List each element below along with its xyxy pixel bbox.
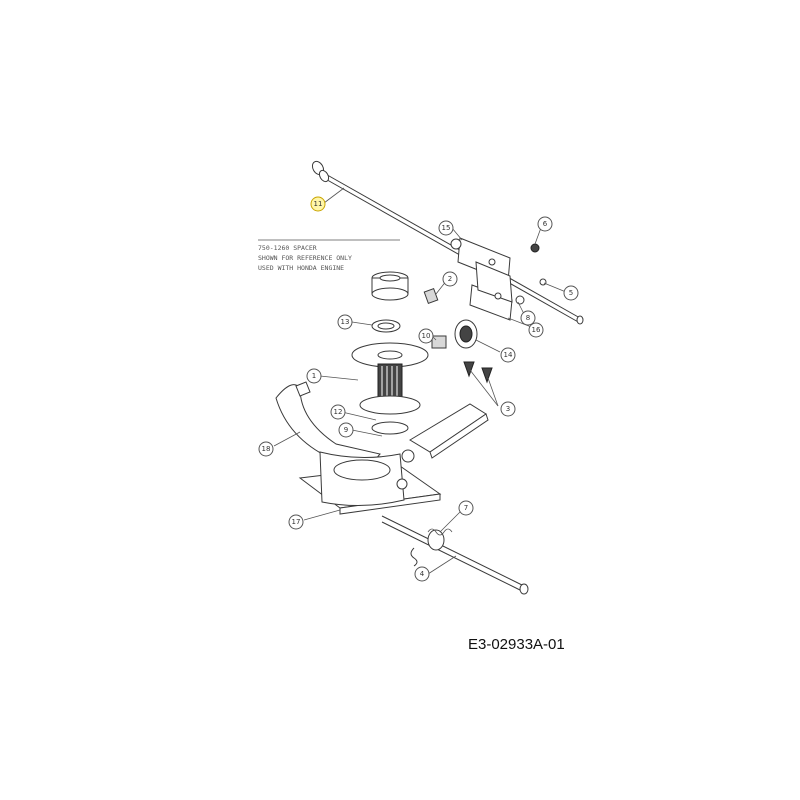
callout-6-label: 6 — [543, 220, 548, 228]
callout-11-label: 11 — [314, 200, 323, 208]
callout-13-label: 13 — [341, 318, 350, 326]
callout-3-label: 3 — [506, 405, 510, 413]
callout-15[interactable]: 15 — [438, 220, 454, 236]
callout-17-label: 17 — [292, 518, 301, 526]
callout-14-label: 14 — [504, 351, 513, 359]
callout-10[interactable]: 10 — [418, 328, 434, 344]
bracket-assembly — [423, 237, 547, 321]
callout-5[interactable]: 5 — [563, 285, 579, 301]
callout-2-label: 2 — [448, 275, 452, 283]
callout-5-label: 5 — [569, 289, 573, 297]
note-line-3: USED WITH HONDA ENGINE — [258, 264, 344, 272]
callout-9-label: 9 — [344, 426, 348, 434]
callout-6[interactable]: 6 — [537, 216, 553, 232]
drawing-number: E3-02933A-01 — [468, 636, 565, 653]
callout-7[interactable]: 7 — [458, 500, 474, 516]
callout-8[interactable]: 8 — [520, 310, 536, 326]
lower-shaft — [381, 515, 529, 595]
callout-1[interactable]: 1 — [306, 368, 322, 384]
callout-16[interactable]: 16 — [528, 322, 544, 338]
callout-3[interactable]: 3 — [500, 401, 516, 417]
callout-18-label: 18 — [262, 445, 271, 453]
callout-8-label: 8 — [526, 314, 530, 322]
spacer — [371, 271, 409, 301]
callout-1-label: 1 — [312, 372, 316, 380]
callout-12[interactable]: 12 — [330, 404, 346, 420]
frame-assembly — [275, 381, 489, 515]
callout-9[interactable]: 9 — [338, 422, 354, 438]
upper-rod — [311, 160, 584, 325]
callout-15-label: 15 — [442, 224, 451, 232]
idler-pulley — [431, 319, 493, 384]
callout-14[interactable]: 14 — [500, 347, 516, 363]
callout-17[interactable]: 17 — [288, 514, 304, 530]
callout-13[interactable]: 13 — [337, 314, 353, 330]
reference-note: 750-1260 SPACER SHOWN FOR REFERENCE ONLY… — [258, 239, 400, 272]
callout-16-label: 16 — [532, 326, 541, 334]
callout-18[interactable]: 18 — [258, 441, 274, 457]
callout-4-label: 4 — [420, 570, 425, 578]
callout-2[interactable]: 2 — [442, 271, 458, 287]
callout-7-label: 7 — [464, 504, 468, 512]
note-line-1: 750-1260 SPACER — [258, 244, 317, 252]
callout-11[interactable]: 11 — [310, 196, 326, 212]
callout-12-label: 12 — [334, 408, 343, 416]
drive-pulley — [351, 342, 429, 435]
leader-lines — [273, 187, 567, 575]
washer — [371, 319, 401, 333]
note-line-2: SHOWN FOR REFERENCE ONLY — [258, 254, 352, 262]
callout-4[interactable]: 4 — [414, 566, 430, 582]
callout-10-label: 10 — [422, 332, 431, 340]
